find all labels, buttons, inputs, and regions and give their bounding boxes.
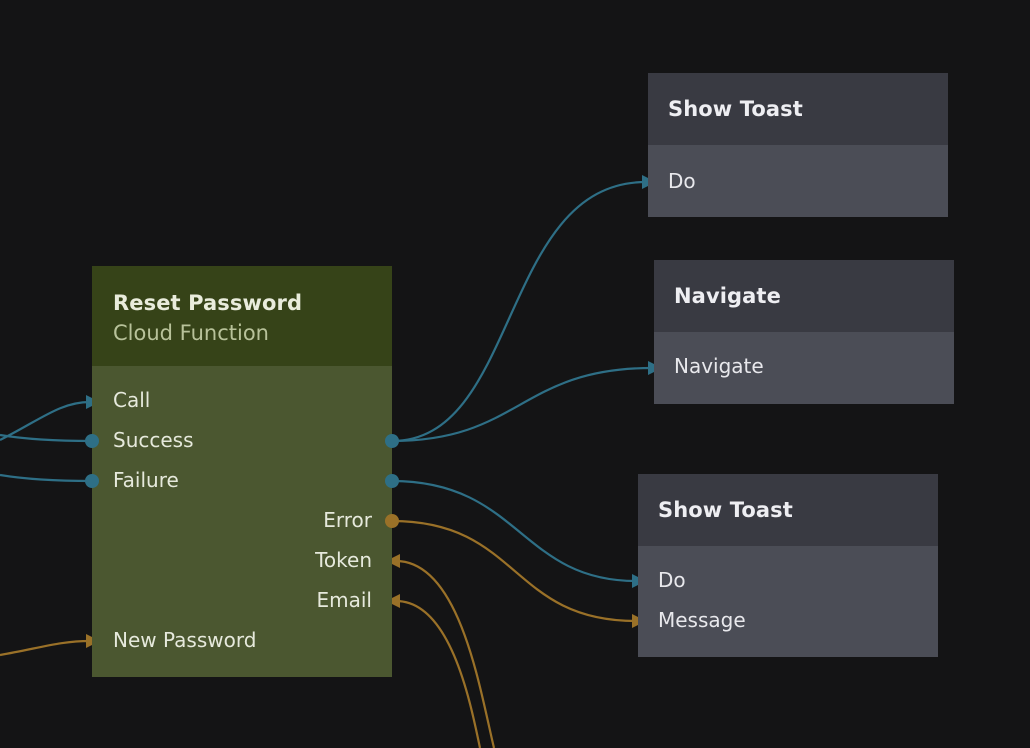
reset-password-node-header[interactable]: Reset Password Cloud Function [92, 266, 392, 366]
show-toast-node-1[interactable]: Show Toast Do [648, 73, 948, 217]
node-title: Show Toast [668, 97, 803, 121]
navigate-node[interactable]: Navigate Navigate [654, 260, 954, 404]
output-port-failure[interactable]: Failure [113, 468, 179, 492]
wire-success-to-show-toast[interactable] [391, 180, 647, 443]
wire-failure-to-show-toast-do[interactable] [391, 479, 637, 583]
reset-password-node[interactable]: Reset Password Cloud Function Call Succe… [92, 266, 392, 677]
node-title: Navigate [674, 284, 781, 308]
navigate-node-header[interactable]: Navigate [654, 260, 954, 332]
show-toast-node-2[interactable]: Show Toast Do Message [638, 474, 938, 657]
output-port-error[interactable]: Error [323, 508, 372, 532]
input-port-message[interactable]: Message [658, 608, 746, 632]
success-left-connector[interactable] [85, 434, 99, 448]
failure-output-connector[interactable] [385, 474, 399, 488]
output-port-email[interactable]: Email [316, 588, 373, 612]
wire-token-out[interactable] [395, 559, 496, 748]
input-port-do[interactable]: Do [658, 568, 686, 592]
node-subtitle: Cloud Function [113, 321, 269, 345]
output-port-token[interactable]: Token [315, 548, 372, 572]
show-toast-node-1-header[interactable]: Show Toast [648, 73, 948, 145]
error-output-connector[interactable] [385, 514, 399, 528]
wire-error-to-message[interactable] [391, 519, 637, 623]
success-output-connector[interactable] [385, 434, 399, 448]
wire-success-to-navigate[interactable] [391, 366, 653, 443]
show-toast-node-2-header[interactable]: Show Toast [638, 474, 938, 546]
output-port-success[interactable]: Success [113, 428, 194, 452]
input-port-new-password[interactable]: New Password [113, 628, 257, 652]
failure-left-connector[interactable] [85, 474, 99, 488]
wire-into-new-password[interactable] [0, 639, 91, 657]
wire-email-out[interactable] [395, 599, 482, 748]
node-title: Reset Password [113, 291, 303, 315]
wire-into-failure[interactable] [0, 473, 93, 483]
wire-into-success[interactable] [0, 433, 93, 443]
wire-into-call[interactable] [0, 400, 91, 441]
input-port-do[interactable]: Do [668, 169, 696, 193]
node-title: Show Toast [658, 498, 793, 522]
input-port-call[interactable]: Call [113, 388, 151, 412]
input-port-navigate[interactable]: Navigate [674, 354, 764, 378]
